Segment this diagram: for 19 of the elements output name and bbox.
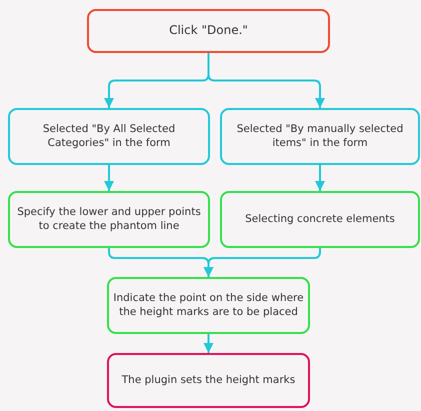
process-box (220, 191, 420, 248)
arrow (204, 334, 214, 353)
process-box (8, 108, 210, 165)
arrow (204, 248, 321, 277)
step-text: Selected "By All Selected Categories" in the form (42, 122, 176, 150)
process-box (8, 191, 210, 248)
step-text: Selecting concrete elements (245, 212, 395, 226)
step-text: Specify the lower and upper points to create the phantom line (16, 206, 202, 234)
process-box (107, 353, 310, 408)
step-text: The plugin sets the height marks (122, 374, 296, 388)
step-text: Indicate the point on the side where the height marks are to be placed (113, 292, 304, 320)
arrow (104, 165, 114, 191)
arrow (315, 165, 325, 191)
process-box (87, 9, 330, 53)
process-box (220, 108, 420, 165)
arrow (208, 53, 325, 108)
process-box (107, 277, 310, 334)
step-text: Selected "By manually selected items" in the form (236, 122, 404, 150)
step-text: Click "Done." (169, 23, 248, 39)
